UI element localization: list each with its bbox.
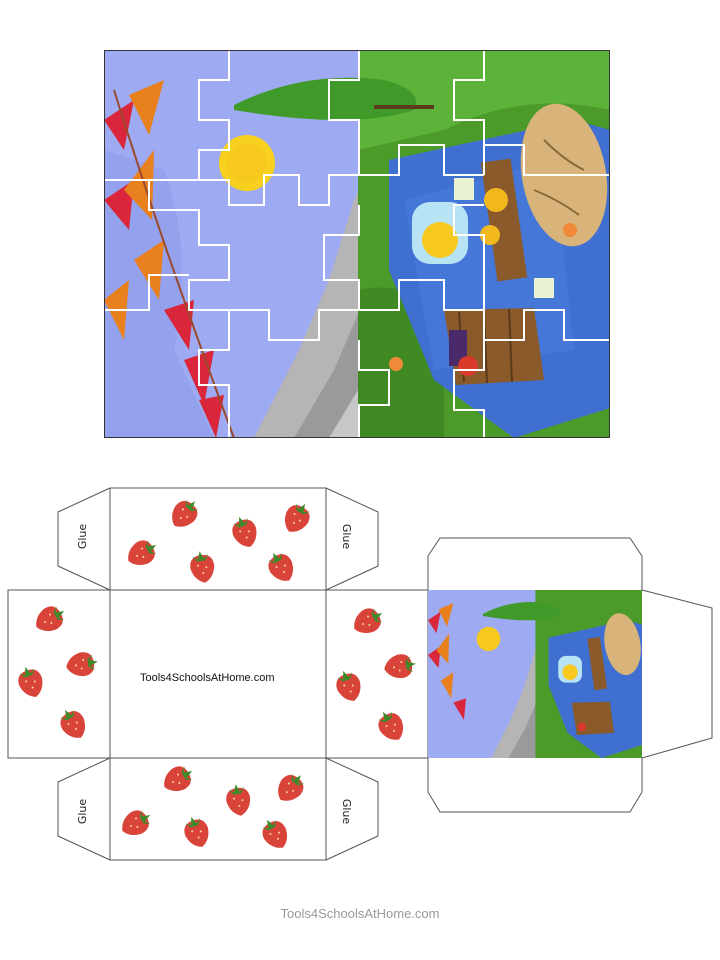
strawberry-icon xyxy=(227,512,262,552)
strawberry-icon xyxy=(187,549,217,585)
strawberry-icon xyxy=(372,705,410,746)
strawberry-icon xyxy=(54,703,92,744)
strawberry-icon xyxy=(30,600,71,638)
strawberry-icon xyxy=(179,812,214,852)
box-front-picture xyxy=(428,590,642,758)
strawberry-icon xyxy=(348,602,389,640)
sun-icon xyxy=(219,135,275,191)
strawberry-icon xyxy=(271,767,311,808)
strawberry-icon xyxy=(165,493,205,534)
box-center-label: Tools4SchoolsAtHome.com xyxy=(140,672,275,684)
strawberry-icon xyxy=(331,666,366,706)
strawberry-icon xyxy=(382,651,418,681)
strawberry-icon xyxy=(262,546,300,587)
strawberry-icon xyxy=(116,804,157,842)
strawberry-icon xyxy=(122,534,163,572)
strawberry-icon xyxy=(64,649,100,679)
strawberry-icon xyxy=(223,782,253,818)
strawberry-icon xyxy=(256,813,294,854)
strawberry-icon xyxy=(13,662,48,702)
picnic-scene-illustration xyxy=(104,50,610,438)
strawberry-icon xyxy=(278,497,316,538)
footer-site-text: Tools4SchoolsAtHome.com xyxy=(280,906,440,921)
strawberry-icon xyxy=(158,760,199,798)
picnic-thumbnail xyxy=(428,590,642,758)
puzzle-image xyxy=(104,50,610,438)
